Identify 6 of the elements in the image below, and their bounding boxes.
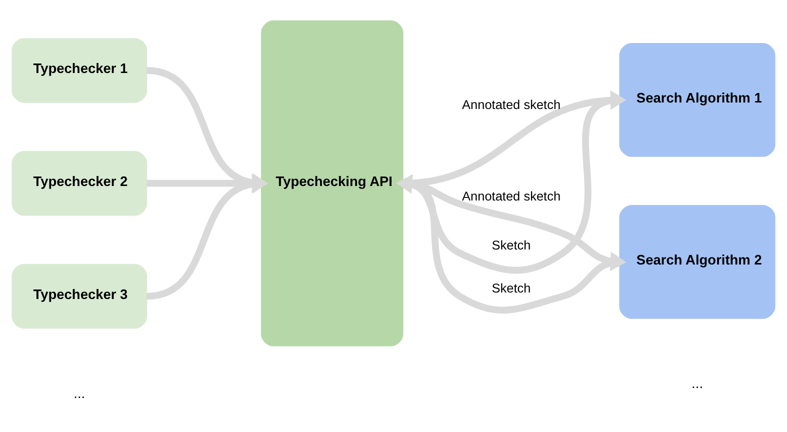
label: ... <box>74 386 86 401</box>
label: ... <box>692 376 704 391</box>
edge-label: Annotated sketch <box>462 188 561 203</box>
edge-label: Sketch <box>492 237 531 252</box>
edge-label: Sketch <box>492 280 531 296</box>
edge-label: Annotated sketch <box>462 96 561 112</box>
